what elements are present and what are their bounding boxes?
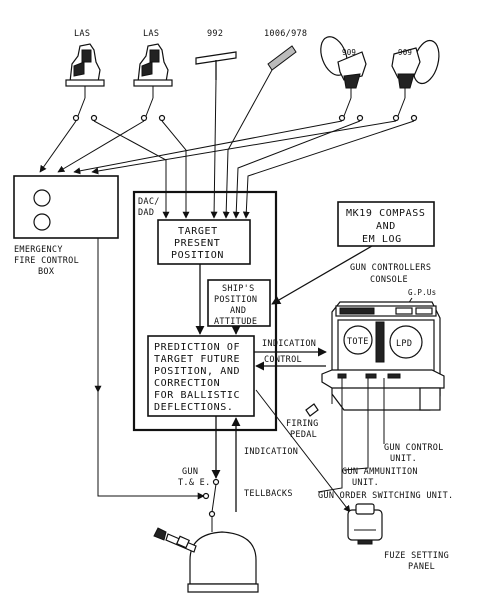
ships-line-3: AND [230, 306, 246, 316]
prediction-line-6: DEFLECTIONS. [154, 402, 233, 413]
tracker-909-b-icon [391, 39, 440, 98]
gun-switch-nodes [202, 478, 220, 532]
prediction-line-1: PREDICTION OF [154, 342, 240, 353]
gun-ammo-label-2: UNIT. [352, 478, 379, 488]
tellbacks-label: TELLBACKS [244, 489, 293, 499]
firing-pedal-icon [305, 403, 319, 417]
prediction-line-2: TARGET FUTURE [154, 354, 240, 365]
lpd-label: LPD [396, 339, 412, 349]
fuze-setting-panel-icon [347, 503, 383, 545]
gun-order-label: GUN ORDER SWITCHING UNIT. [318, 491, 453, 501]
emergency-fire-control-box [13, 175, 119, 239]
dac-dad-frame [132, 190, 278, 432]
prediction-to-fuze-line [255, 389, 351, 513]
console-title-2: CONSOLE [370, 275, 408, 285]
prediction-line-4: CORRECTION [154, 378, 220, 389]
tpp-line-2: PRESENT [174, 238, 220, 249]
compass-line-3: EM LOG [362, 234, 402, 245]
emergency-box-label-2: FIRE CONTROL [14, 256, 79, 266]
emergency-dial-2-icon [33, 213, 51, 231]
compass-line-1: MK19 COMPASS [346, 208, 425, 219]
emergency-to-gun-line [97, 392, 205, 500]
sensor-to-tpp-lines [93, 69, 415, 219]
gun-te-label-2: T.& E. [178, 478, 211, 488]
gun-control-label-2: UNIT. [390, 454, 417, 464]
tote-display [343, 325, 373, 355]
las-1-label: LAS [74, 29, 90, 39]
gun-controllers-console [321, 301, 445, 411]
emergency-box-label-1: EMERGENCY [14, 245, 63, 255]
gun-order-leader [317, 378, 343, 493]
firing-pedal-label-2: PEDAL [290, 430, 317, 440]
target-present-position-box [157, 219, 251, 265]
control-label: CONTROL [264, 355, 302, 365]
gun-turret-icon [153, 527, 259, 593]
ships-line-2: POSITION [214, 295, 257, 305]
gun-te-label-1: GUN [182, 467, 198, 477]
las-sight-1-icon [65, 43, 105, 98]
compass-line-2: AND [376, 221, 396, 232]
console-title-1: GUN CONTROLLERS [350, 263, 431, 273]
tracker-909-a-icon [320, 36, 367, 98]
console-center-strip [375, 321, 385, 363]
tracker-909-a-label: 909 [342, 48, 356, 57]
tpp-line-1: TARGET [178, 226, 218, 237]
sensor-switch-nodes [72, 97, 418, 122]
gun-ammo-label-1: GUN AMMUNITION [342, 467, 418, 477]
prediction-line-3: POSITION, AND [154, 366, 240, 377]
tote-label: TOTE [347, 337, 369, 347]
gun-ammo-leader [343, 378, 369, 471]
radar-1006-978-label: 1006/978 [264, 29, 307, 39]
ships-position-box [207, 279, 271, 327]
fuze-label-2: PANEL [408, 562, 435, 572]
tpp-line-3: POSITION [171, 250, 224, 261]
indication-bottom-label: INDICATION [244, 447, 298, 457]
emergency-box-label-3: BOX [38, 267, 55, 277]
sensor-to-emergency-lines [39, 120, 397, 175]
ships-line-4: ATTITUDE [214, 317, 257, 327]
radar-992-icon [195, 51, 237, 80]
tracker-909-b-label: 909 [398, 48, 412, 57]
lpd-display [389, 325, 423, 359]
indication-top-label: INDICATION [262, 339, 316, 349]
las-sight-2-icon [133, 43, 173, 98]
compass-to-ships-line [271, 245, 373, 305]
radar-1006-978-icon [267, 45, 297, 71]
gun-control-label-1: GUN CONTROL [384, 443, 444, 453]
ships-line-1: SHIP'S [222, 284, 255, 294]
compass-log-box [337, 201, 435, 247]
gpus-label: G.P.Us [408, 288, 436, 297]
prediction-line-5: FOR BALLISTIC [154, 390, 240, 401]
firing-pedal-label-1: FIRING [286, 419, 319, 429]
dac-label-2: DAD [138, 208, 154, 218]
emergency-dial-1-icon [33, 189, 51, 207]
las-2-label: LAS [143, 29, 159, 39]
fuze-label-1: FUZE SETTING [384, 551, 449, 561]
dac-label-1: DAC/ [138, 197, 160, 207]
prediction-box [147, 335, 255, 417]
radar-992-label: 992 [207, 29, 223, 39]
